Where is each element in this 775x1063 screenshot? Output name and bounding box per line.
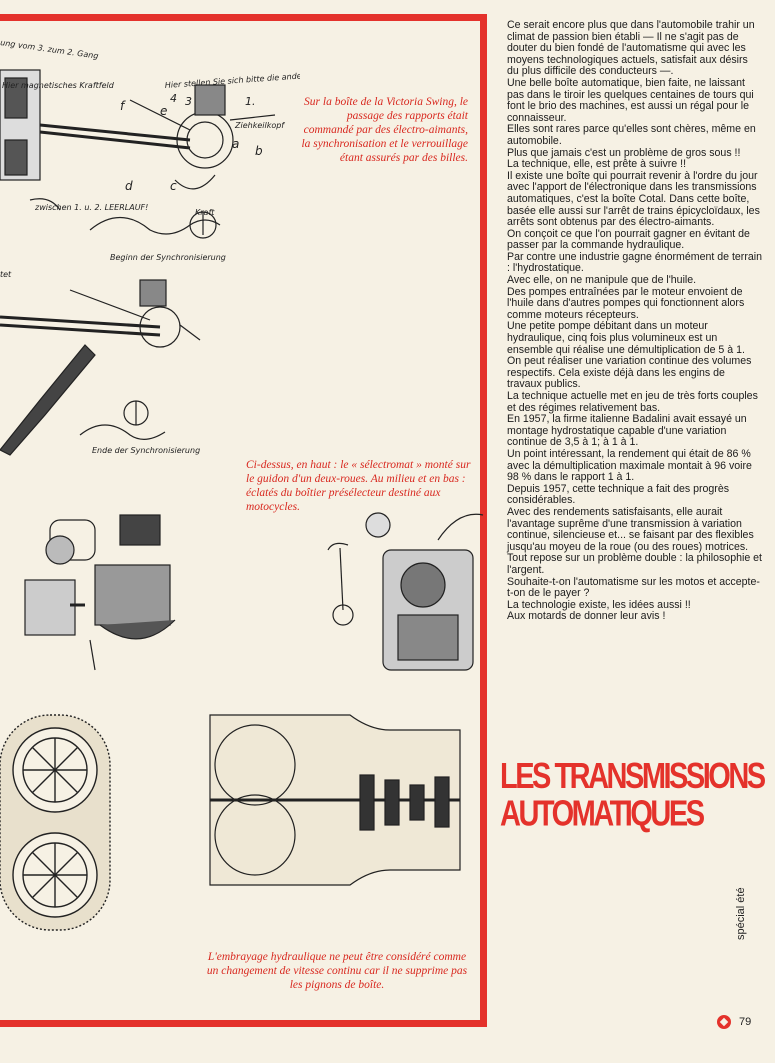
beginn-label: Beginn der Synchronisierung: [110, 253, 226, 262]
caption-selectromat: Ci-dessus, en haut : le « sélectromat » …: [246, 459, 471, 513]
selector-exploded-view: [24, 514, 176, 671]
red-frame: [0, 14, 487, 1027]
article-paragraph: La technologie existe, les idées aussi !…: [507, 598, 691, 611]
headline: LES TRANSMISSIONS AUTOMATIQUES: [500, 758, 770, 833]
letter-c: c: [170, 179, 177, 193]
magazine-logo-icon: [717, 1015, 731, 1029]
article-paragraph: Il existe une boîte qui pourrait revenir…: [507, 169, 760, 229]
gear-title-label: ung vom 3. zum 2. Gang: [0, 38, 99, 61]
article-paragraph: Souhaite-t-on l'automatisme sur les moto…: [507, 575, 760, 600]
article-paragraph: Tout repose sur un problème double : la …: [507, 552, 763, 576]
gearbox-cutaway: [209, 714, 461, 886]
article-body: Ce serait encore plus que dans l'automob…: [507, 19, 763, 623]
section-label: spécial été: [735, 887, 747, 940]
article-paragraph: Des pompes entraînées par le moteur envo…: [507, 285, 745, 321]
handlebar-selectromat: [327, 512, 484, 671]
ende-label: Ende der Synchronisierung: [92, 446, 200, 455]
article-paragraph: Une belle boîte automatique, bien faite,…: [507, 76, 754, 124]
article-paragraph: En 1957, la firme italienne Badalini ava…: [507, 413, 747, 449]
caption-hydraulic-clutch: L'embrayage hydraulique ne peut être con…: [206, 951, 468, 991]
article-paragraph: On peut réaliser une variation continue …: [507, 355, 752, 391]
article-paragraph: Avec elle, on ne manipule que de l'huile…: [507, 274, 697, 287]
article-paragraph: Un point intéressant, la rendement qui é…: [507, 447, 752, 484]
article-paragraph: Plus que jamais c'est un problème de gro…: [507, 146, 741, 159]
ziehkeil-label: Ziehkeilkopf: [234, 121, 285, 130]
page-number: 79: [739, 1016, 752, 1028]
letter-b: b: [255, 144, 263, 158]
article-paragraph: Depuis 1957, cette technique a fait des …: [507, 482, 730, 507]
caption-victoria-swing: Sur la boîte de la Victoria Swing, le pa…: [301, 96, 468, 164]
fragment-label: tet: [0, 270, 12, 279]
article-paragraph: La technique, elle, est prête à suivre !…: [507, 158, 687, 171]
letter-e: e: [160, 104, 167, 118]
letter-d: d: [125, 179, 133, 193]
letter-a: a: [232, 137, 239, 151]
letter-f: f: [120, 99, 126, 113]
article-paragraph: Elles sont rares parce qu'elles sont chè…: [507, 123, 756, 147]
article-paragraph: On conçoit ce que l'on pourrait gagner e…: [507, 227, 750, 252]
leerlauf-label: zwischen 1. u. 2. LEERLAUF!: [34, 203, 148, 212]
headline-line-2: AUTOMATIQUES: [500, 794, 705, 835]
article-paragraph: La technique actuelle met en jeu de très…: [507, 390, 758, 414]
headline-line-1: LES TRANSMISSIONS: [500, 756, 766, 797]
article-paragraph: Avec des rendements satisfaisants, elle …: [507, 505, 754, 553]
article-paragraph: Aux motards de donner leur avis !: [507, 610, 666, 623]
gearbox-sketch-middle: tet Ende der Synchronisierung: [0, 270, 201, 456]
hydraulic-coupling-section: [0, 714, 111, 931]
label-4: 4: [170, 92, 177, 105]
article-paragraph: Ce serait encore plus que dans l'automob…: [507, 19, 755, 78]
instruction-label: Hier stellen Sie sich bitte die anderen …: [165, 68, 300, 90]
article-paragraph: Par contre une industrie gagne énormémen…: [507, 250, 762, 275]
magnet-field-label: Hier magnetisches Kraftfeld: [2, 81, 115, 90]
label-3: 3: [185, 95, 192, 108]
gearbox-sketch-top: ung vom 3. zum 2. Gang Hier magnetisches…: [0, 38, 300, 262]
article-paragraph: Une petite pompe débitant dans un moteur…: [507, 320, 745, 356]
label-1: 1.: [245, 95, 256, 108]
kraft-label: Kraft: [195, 208, 215, 217]
